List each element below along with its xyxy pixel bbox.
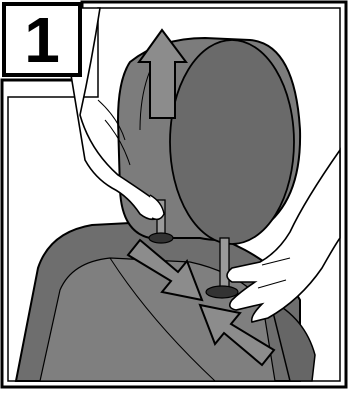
post-guide-right bbox=[206, 286, 238, 298]
post-right bbox=[220, 238, 229, 288]
step-number-box: 1 bbox=[2, 2, 82, 77]
step-number: 1 bbox=[24, 8, 60, 72]
post-guide-left bbox=[149, 233, 173, 243]
headrest-face bbox=[170, 40, 294, 244]
